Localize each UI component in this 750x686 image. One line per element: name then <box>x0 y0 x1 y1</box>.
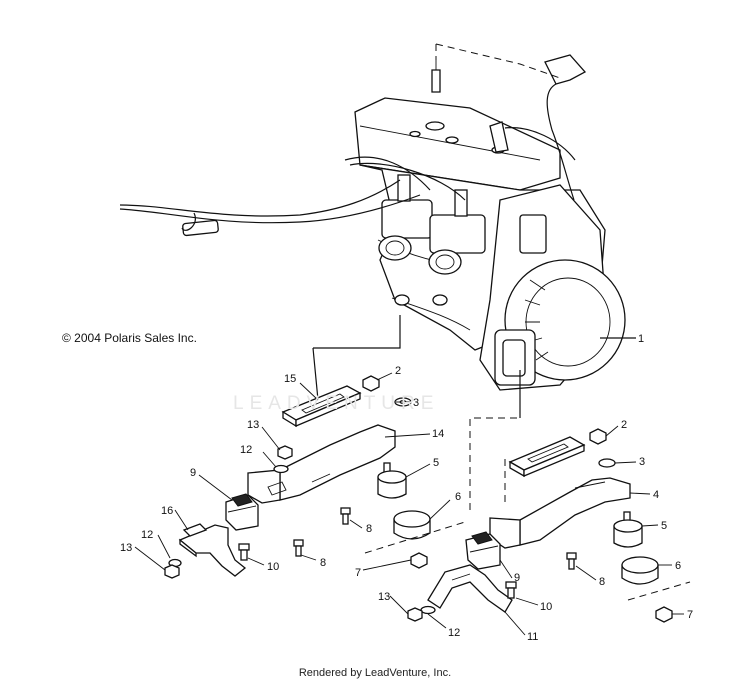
callout-16: 16 <box>161 505 173 517</box>
callout-numbers: 1 2 3 15 14 13 12 5 9 8 6 16 12 13 10 8 … <box>120 333 693 643</box>
callout-8: 8 <box>599 576 605 588</box>
right-mount-group <box>407 370 691 623</box>
callout-9: 9 <box>190 467 196 479</box>
callout-10: 10 <box>540 601 552 613</box>
callout-2: 2 <box>395 365 401 377</box>
callout-11: 11 <box>527 631 538 643</box>
callout-12: 12 <box>240 444 252 456</box>
rubber-mount-5-left <box>377 462 407 499</box>
nut-2-left <box>362 375 380 392</box>
carburetor-left <box>378 174 433 261</box>
carburetor-right <box>428 189 486 275</box>
callout-8: 8 <box>320 557 326 569</box>
callout-3: 3 <box>639 456 645 468</box>
callout-13: 13 <box>120 542 132 554</box>
nut-13-upper <box>277 445 293 460</box>
damper-6-right <box>621 556 659 585</box>
damper-6-left <box>393 510 431 540</box>
bolt-8-left <box>340 507 351 525</box>
rubber-mount-5-right <box>613 511 643 548</box>
callout-9: 9 <box>514 572 520 584</box>
plate-right <box>508 436 586 478</box>
mount-9-left <box>225 493 259 531</box>
bolt-10-left <box>238 543 250 561</box>
callout-2: 2 <box>621 419 627 431</box>
nut-2-right <box>589 428 607 445</box>
callout-4: 4 <box>653 489 659 501</box>
callout-13: 13 <box>378 591 390 603</box>
mount-9-right <box>465 531 501 570</box>
footer-credit: Rendered by LeadVenture, Inc. <box>298 667 452 679</box>
callout-6: 6 <box>675 560 681 572</box>
callout-12: 12 <box>141 529 153 541</box>
watermark: LEADVENTURE <box>233 393 440 414</box>
callout-8: 8 <box>366 523 372 535</box>
callout-5: 5 <box>433 457 439 469</box>
callout-1: 1 <box>638 333 644 345</box>
bolt-8-mid <box>293 539 304 557</box>
callout-13: 13 <box>247 419 259 431</box>
bolt-10-right <box>505 581 517 599</box>
callout-10: 10 <box>267 561 279 573</box>
callout-14: 14 <box>432 428 444 440</box>
callout-3: 3 <box>413 397 419 409</box>
callout-6: 6 <box>455 491 461 503</box>
callout-5: 5 <box>661 520 667 532</box>
callout-12: 12 <box>448 627 460 639</box>
copyright-notice: © 2004 Polaris Sales Inc. <box>62 331 197 345</box>
engine-assembly <box>119 43 636 391</box>
recoil-starter <box>479 184 626 391</box>
callout-7: 7 <box>355 567 361 579</box>
bolt-8-right <box>566 552 577 570</box>
callout-15: 15 <box>284 373 296 385</box>
bracket-14 <box>247 424 396 504</box>
nut-13-lower <box>164 564 180 579</box>
callout-7: 7 <box>687 609 693 621</box>
left-mount-group <box>164 315 520 579</box>
washer-12-right <box>420 605 436 615</box>
nut-13-right <box>407 607 423 622</box>
bracket-11 <box>427 564 513 613</box>
nut-7-left <box>410 552 428 569</box>
plate-15 <box>281 385 362 428</box>
nut-7-right <box>655 606 673 623</box>
washer-12-upper <box>273 464 289 474</box>
leader-lines <box>134 372 684 636</box>
washer-3-right <box>598 458 616 468</box>
bracket-4 <box>489 477 631 549</box>
bracket-16 <box>178 523 247 577</box>
